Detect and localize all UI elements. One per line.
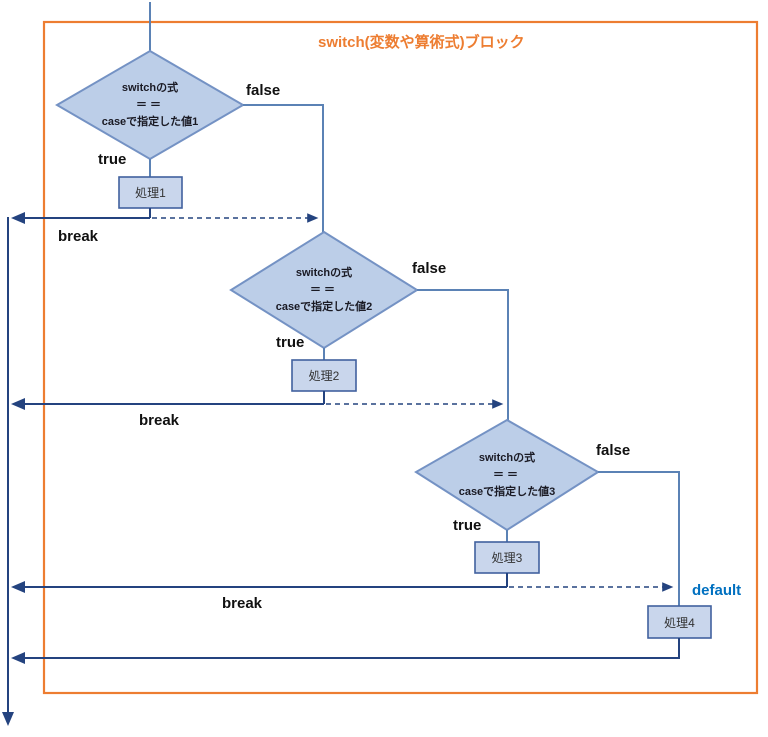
decision-3-false-label: false xyxy=(596,442,631,459)
break-1-label: break xyxy=(58,228,99,245)
decision-3-line3: caseで指定した値3 xyxy=(458,485,556,498)
decision-3-text: switchの式 ＝＝ caseで指定した値3 xyxy=(422,446,592,504)
decision-2-false-connector xyxy=(417,289,509,420)
break-3-label: break xyxy=(222,595,263,612)
decision-1-true-label: true xyxy=(98,151,127,168)
decision-1-line1: switchの式 xyxy=(121,81,179,94)
decision-3-line2: ＝＝ xyxy=(493,468,521,481)
decision-3-true-label: true xyxy=(453,517,482,534)
process-4-label: 処理4 xyxy=(664,615,695,630)
decision-2-text: switchの式 ＝＝ caseで指定した値2 xyxy=(239,261,409,319)
process-1-label: 処理1 xyxy=(135,186,166,200)
switch-block-title: switch(変数や算術式)ブロック xyxy=(318,34,525,51)
process-2-label: 処理2 xyxy=(308,369,340,383)
break-2-label: break xyxy=(139,412,180,429)
decision-2-line2: ＝＝ xyxy=(310,283,338,296)
decision-2-true-label: true xyxy=(276,334,305,351)
decision-1-line3: caseで指定した値1 xyxy=(101,115,199,128)
decision-3-false-connector xyxy=(598,471,680,606)
decision-3-line1: switchの式 xyxy=(478,451,536,464)
decision-1-line2: ＝＝ xyxy=(136,98,164,111)
decision-2-line3: caseで指定した値2 xyxy=(275,300,373,313)
decision-2-false-label: false xyxy=(412,260,447,277)
switch-block-border xyxy=(42,20,759,695)
process-3-label: 処理3 xyxy=(491,551,523,565)
decision-2-line1: switchの式 xyxy=(295,266,353,279)
process-4-box xyxy=(647,605,712,639)
decision-1-false-connector xyxy=(243,104,324,232)
process-3-box xyxy=(474,541,540,574)
default-label: default xyxy=(692,582,742,599)
decision-1-false-label: false xyxy=(246,82,281,99)
decision-1-text: switchの式 ＝＝ caseで指定した値1 xyxy=(65,76,235,134)
process-4-out-connector xyxy=(11,638,680,664)
